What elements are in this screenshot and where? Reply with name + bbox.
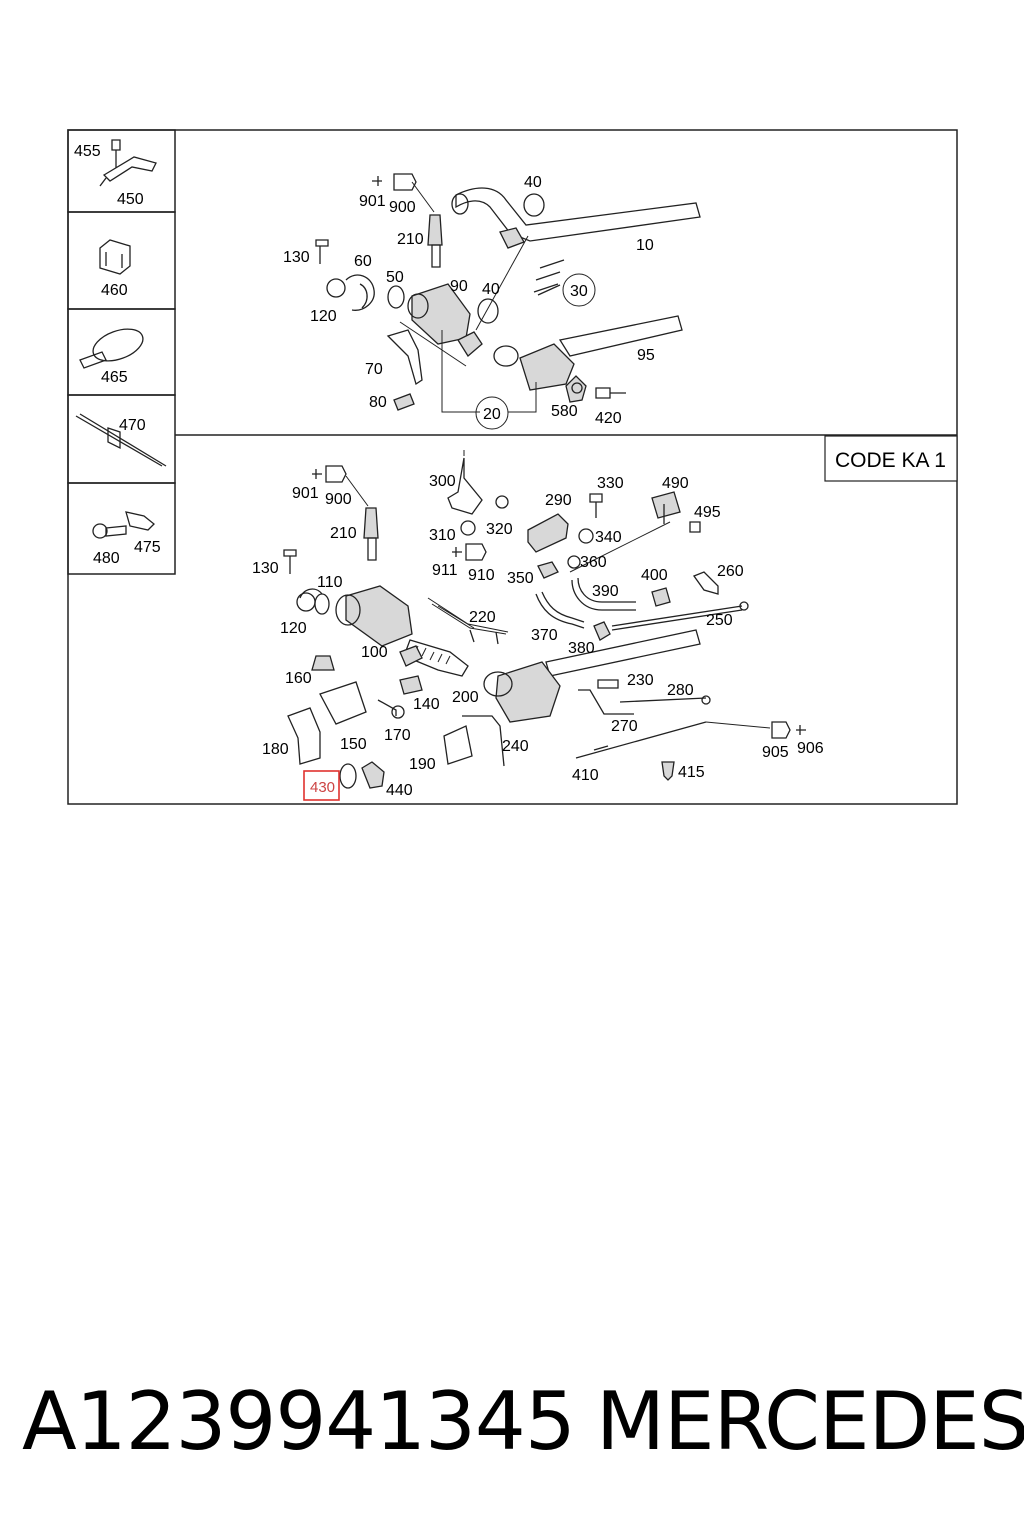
callout-b320: 320 <box>486 521 513 538</box>
callout-b905: 905 <box>762 744 789 761</box>
callout-b280: 280 <box>667 682 694 699</box>
callout-460: 460 <box>101 282 128 299</box>
callout-b380: 380 <box>568 640 595 657</box>
callout-b350: 350 <box>507 570 534 587</box>
callout-t130: 130 <box>283 249 310 266</box>
callout-b900: 900 <box>325 491 352 508</box>
callout-t20: 20 <box>483 406 501 423</box>
callout-b370: 370 <box>531 627 558 644</box>
code-label: CODE KA 1 <box>835 449 946 472</box>
callout-b160: 160 <box>285 670 312 687</box>
callout-b240: 240 <box>502 738 529 755</box>
callout-b495: 495 <box>694 504 721 521</box>
callout-b330: 330 <box>597 475 624 492</box>
callout-b110: 110 <box>317 574 343 591</box>
callout-430[interactable]: 430 <box>310 779 335 796</box>
callout-b410: 410 <box>572 767 599 784</box>
callout-b440: 440 <box>386 782 413 799</box>
brand-name: MERCEDES <box>596 1375 1024 1468</box>
callout-b340: 340 <box>595 529 622 546</box>
callout-b140: 140 <box>413 696 440 713</box>
callout-b911: 911 <box>432 562 458 579</box>
callout-b230: 230 <box>627 672 654 689</box>
callout-465: 465 <box>101 369 128 386</box>
cable-tie-465-drawing <box>79 328 144 369</box>
callout-475: 475 <box>134 539 161 556</box>
callout-t60: 60 <box>354 253 372 270</box>
callout-470: 470 <box>119 417 146 434</box>
side-box-480 <box>67 482 176 575</box>
callout-t900: 900 <box>389 199 416 216</box>
callout-b270: 270 <box>611 718 638 735</box>
strap-470-drawing <box>75 413 167 467</box>
callout-b220: 220 <box>469 609 496 626</box>
callout-t120: 120 <box>310 308 337 325</box>
callout-b300: 300 <box>429 473 456 490</box>
parts-diagram: CODE KA 1 <box>67 129 958 805</box>
top-assembly-drawing <box>315 173 701 413</box>
callout-t210: 210 <box>397 231 424 248</box>
callout-t90: 90 <box>450 278 468 295</box>
callout-450: 450 <box>117 191 144 208</box>
callout-b170: 170 <box>384 727 411 744</box>
callout-t420: 420 <box>595 410 622 427</box>
callout-b150: 150 <box>340 736 367 753</box>
callout-t80: 80 <box>369 394 387 411</box>
callout-b250: 250 <box>706 612 733 629</box>
callout-t40b: 40 <box>482 281 500 298</box>
bracket-450-drawing <box>99 139 157 187</box>
callout-b190: 190 <box>409 756 436 773</box>
callout-b290: 290 <box>545 492 572 509</box>
callout-t95: 95 <box>637 347 655 364</box>
callout-t10: 10 <box>636 237 654 254</box>
bolt-480-drawing <box>92 511 155 539</box>
callout-b490: 490 <box>662 475 689 492</box>
callout-b390: 390 <box>592 583 619 600</box>
callout-b120: 120 <box>280 620 307 637</box>
footer: A1239941345 MERCEDES <box>0 1372 1024 1472</box>
code-box <box>824 435 958 482</box>
callout-t50: 50 <box>386 269 404 286</box>
callout-b200: 200 <box>452 689 479 706</box>
callout-b415: 415 <box>678 764 705 781</box>
bottom-assembly-drawing <box>283 450 806 789</box>
callout-t580: 580 <box>551 403 578 420</box>
callout-b906: 906 <box>797 740 824 757</box>
part-number: A1239941345 <box>22 1375 576 1468</box>
callout-b100: 100 <box>361 644 388 661</box>
callout-t40a: 40 <box>524 174 542 191</box>
callout-b130: 130 <box>252 560 279 577</box>
callout-b360: 360 <box>580 554 607 571</box>
callout-t30: 30 <box>570 283 588 300</box>
callout-b180: 180 <box>262 741 289 758</box>
highlight-box-430[interactable] <box>303 770 340 801</box>
callout-480: 480 <box>93 550 120 567</box>
callout-labels: 455 450 460 465 470 480 475 901 900 210 … <box>74 143 824 799</box>
callout-455: 455 <box>74 143 101 160</box>
callout-b210: 210 <box>330 525 357 542</box>
callout-b901: 901 <box>292 485 319 502</box>
callout-b310: 310 <box>429 527 456 544</box>
callout-b910: 910 <box>468 567 495 584</box>
callout-b260: 260 <box>717 563 744 580</box>
callout-t70: 70 <box>365 361 383 378</box>
callout-t901: 901 <box>359 193 386 210</box>
callout-b400: 400 <box>641 567 668 584</box>
bracket-460-drawing <box>99 239 131 275</box>
